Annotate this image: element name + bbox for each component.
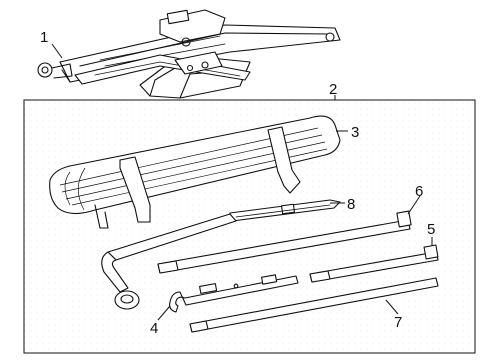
callout-6: 6 [415,183,423,200]
jack-tool-bag [49,115,341,229]
callout-2: 2 [329,81,337,98]
callout-7: 7 [394,314,402,331]
callout-4: 4 [150,320,158,337]
scissor-jack [37,9,341,99]
callout-5: 5 [427,221,435,238]
callout-8: 8 [347,196,355,213]
lug-wrench-handle [169,274,299,313]
leader-lines [51,43,433,321]
extension-rod-long [157,210,412,274]
lug-wrench [101,213,237,310]
callout-1: 1 [40,29,48,46]
extension-rod [309,244,439,283]
extension-rod-straight [189,277,439,333]
callout-3: 3 [351,124,359,141]
